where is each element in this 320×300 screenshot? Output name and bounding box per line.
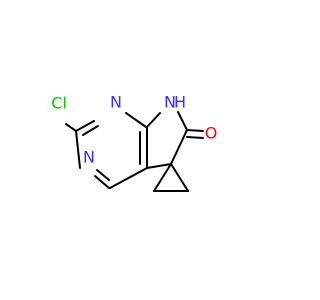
bond-cp-1	[153, 163, 172, 192]
bond-c2-cl	[65, 123, 77, 132]
bond-c2-n3	[75, 120, 95, 132]
bond-c-o-1	[186, 129, 204, 132]
bond-n3-c4	[125, 112, 147, 128]
bond-c6-c5spiro	[170, 129, 188, 165]
atom-label-cl: Cl	[51, 94, 67, 113]
atom-label-o: O	[205, 124, 218, 143]
atom-label-nh-h: H	[174, 93, 186, 112]
atom-label-n-lower: N	[83, 148, 95, 167]
bond-c5-c6	[109, 167, 148, 189]
bond-cp-3	[170, 163, 189, 192]
bond-c-o-2	[186, 136, 204, 139]
molecule-structure: Cl N N N H O	[51, 93, 218, 192]
bond-n7-c6	[177, 111, 188, 131]
bond-c7a-n7	[146, 112, 161, 128]
bond-c6-n1-inner	[96, 169, 110, 181]
atom-label-n-upper: N	[110, 93, 122, 112]
bond-c6-n1	[94, 175, 110, 189]
bond-c2-n3-inner	[82, 125, 99, 136]
bond-c5spiro-c4a	[146, 163, 172, 169]
bond-n1-c2	[75, 130, 81, 169]
atom-label-nh-n: N	[164, 93, 176, 112]
